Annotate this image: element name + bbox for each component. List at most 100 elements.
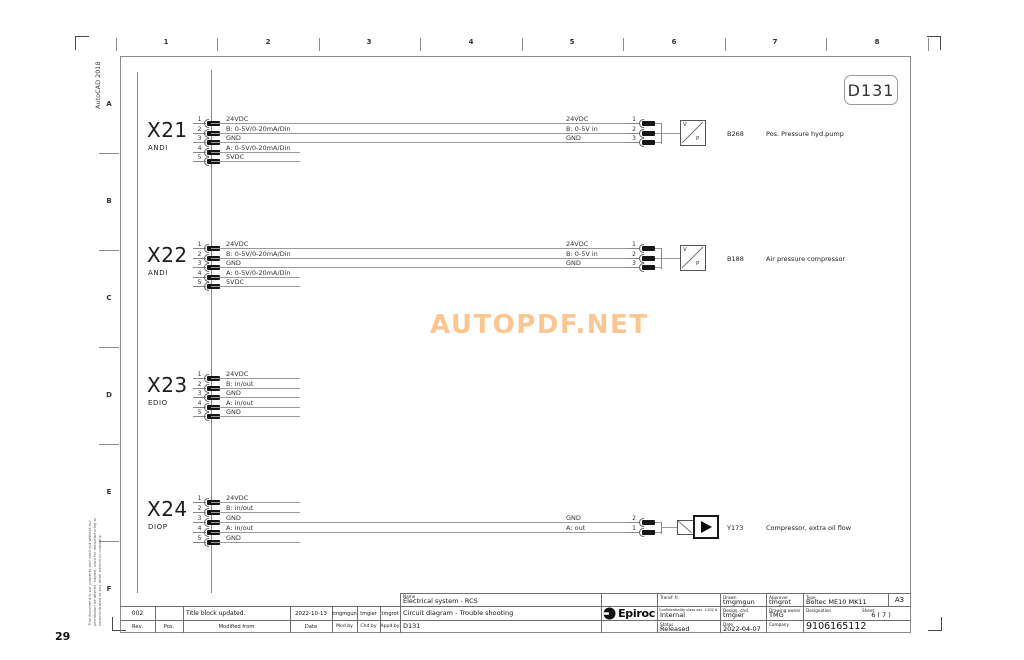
valve-flow-icon bbox=[693, 515, 719, 539]
revision-header-rev: Rev. bbox=[132, 624, 143, 630]
frame-left bbox=[120, 56, 122, 633]
frame-top bbox=[120, 56, 911, 58]
titleblock-line bbox=[888, 593, 889, 606]
pin-number: 2 bbox=[193, 505, 206, 513]
crop-mark-top-left-v bbox=[75, 36, 77, 50]
titleblock-line bbox=[803, 593, 804, 633]
company-logo: Epiroc bbox=[601, 593, 657, 633]
field-label-type: Type bbox=[806, 595, 816, 600]
page-number: 29 bbox=[55, 630, 71, 643]
pin-number: 5 bbox=[193, 409, 206, 417]
pin-contact bbox=[642, 530, 655, 535]
pin-contact bbox=[642, 520, 655, 525]
name-field-label: Name bbox=[403, 594, 416, 599]
titleblock-line bbox=[601, 593, 602, 633]
pin-socket-icon bbox=[639, 119, 644, 128]
field-value-status: Released bbox=[660, 625, 690, 633]
pin-socket-icon bbox=[639, 254, 644, 263]
wire bbox=[655, 248, 662, 250]
revision-modified-from: Title block updated. bbox=[186, 610, 246, 617]
wire-label: GND bbox=[566, 259, 581, 267]
revision-header-mod-by: Mod.by bbox=[336, 624, 353, 629]
wire bbox=[211, 388, 300, 390]
wire bbox=[211, 502, 300, 504]
field-value-designation: 9106165112 bbox=[806, 621, 867, 632]
titleblock-line bbox=[400, 593, 911, 594]
field-label-design-chd: Design. chd. bbox=[723, 607, 750, 613]
titleblock-line bbox=[155, 606, 156, 633]
wire-label: GND bbox=[226, 534, 241, 542]
wire-label: 24VDC bbox=[226, 494, 249, 502]
wire-label: 24VDC bbox=[566, 240, 589, 248]
drawing-name-line1: Electrical system - RCS bbox=[403, 597, 478, 605]
row-ruler-d: D bbox=[106, 391, 112, 399]
field-label-company: Company bbox=[769, 621, 789, 627]
pin-number: 3 bbox=[193, 260, 206, 268]
pin-number: 4 bbox=[193, 525, 206, 533]
wire bbox=[211, 532, 640, 534]
pin-contact bbox=[642, 246, 655, 251]
wire-label: B: in/out bbox=[226, 380, 254, 388]
pin-socket-icon bbox=[639, 263, 644, 272]
pin-socket-icon bbox=[204, 244, 209, 253]
revision-chd-by: tmgier bbox=[360, 611, 377, 617]
pin-contact bbox=[642, 256, 655, 261]
connector-type-x23: EDIO bbox=[148, 399, 168, 407]
pin-number: 2 bbox=[193, 126, 206, 134]
wire bbox=[211, 248, 640, 250]
crop-mark-top-right-v bbox=[939, 36, 941, 50]
connector-title-x21: X21 bbox=[147, 118, 188, 142]
pin-socket-icon bbox=[639, 129, 644, 138]
pin-number: 3 bbox=[193, 515, 206, 523]
column-ruler-5: 5 bbox=[569, 38, 575, 46]
module-boundary-line bbox=[137, 72, 138, 593]
wire bbox=[655, 267, 662, 269]
ruler-tick bbox=[99, 444, 119, 445]
device-tag: Y173 bbox=[727, 524, 744, 532]
connector-type-x24: DIOP bbox=[148, 523, 168, 531]
titleblock-line bbox=[357, 606, 358, 633]
pin-socket-icon bbox=[639, 244, 644, 253]
crop-mark-bottom-right bbox=[928, 629, 942, 631]
wire-label: B: 0-5V in bbox=[566, 125, 598, 133]
wire-label: 24VDC bbox=[566, 115, 589, 123]
revision-date: 2022-10-13 bbox=[295, 611, 327, 617]
wire-label: A: out bbox=[566, 524, 586, 532]
wire bbox=[655, 123, 662, 125]
pin-number: 1 bbox=[193, 116, 206, 124]
pin-socket-icon bbox=[204, 403, 209, 412]
drawing-name-line3: D131 bbox=[403, 622, 421, 630]
titleblock-line bbox=[290, 606, 291, 633]
wire bbox=[211, 258, 640, 260]
wire bbox=[211, 142, 640, 144]
wire-label: A: in/out bbox=[226, 524, 254, 532]
wire bbox=[655, 532, 662, 534]
ruler-tick bbox=[420, 38, 421, 51]
wire-label: B: 0-5V in bbox=[566, 250, 598, 258]
field-value-sheet: 6 ( 7 ) bbox=[871, 611, 891, 619]
crop-mark-top-left bbox=[75, 36, 89, 38]
revision-appd-by: tmgrot bbox=[381, 611, 399, 617]
row-ruler-e: E bbox=[106, 488, 112, 496]
device-tag: B188 bbox=[727, 255, 744, 263]
pin-number: 1 bbox=[628, 241, 640, 249]
pin-number: 4 bbox=[193, 270, 206, 278]
wire-label: 5VDC bbox=[226, 278, 245, 286]
pin-number: 5 bbox=[193, 154, 206, 162]
wire-label: GND bbox=[226, 134, 241, 142]
pin-socket-icon bbox=[639, 138, 644, 147]
disclaimer-text: This document is our property and shall … bbox=[87, 517, 102, 626]
ruler-tick bbox=[99, 153, 119, 154]
pin-contact bbox=[642, 131, 655, 136]
row-ruler-f: F bbox=[106, 585, 112, 593]
wire bbox=[662, 527, 677, 529]
pin-number: 2 bbox=[628, 251, 640, 259]
device-description: Air pressure compressor bbox=[766, 255, 846, 263]
field-label-status: Status bbox=[660, 621, 674, 627]
crop-mark-top-right bbox=[927, 36, 941, 38]
pin-socket-icon bbox=[204, 119, 209, 128]
ruler-tick bbox=[826, 38, 827, 51]
titleblock-line bbox=[183, 606, 184, 633]
symbol-letter-bottom: P bbox=[696, 261, 700, 267]
